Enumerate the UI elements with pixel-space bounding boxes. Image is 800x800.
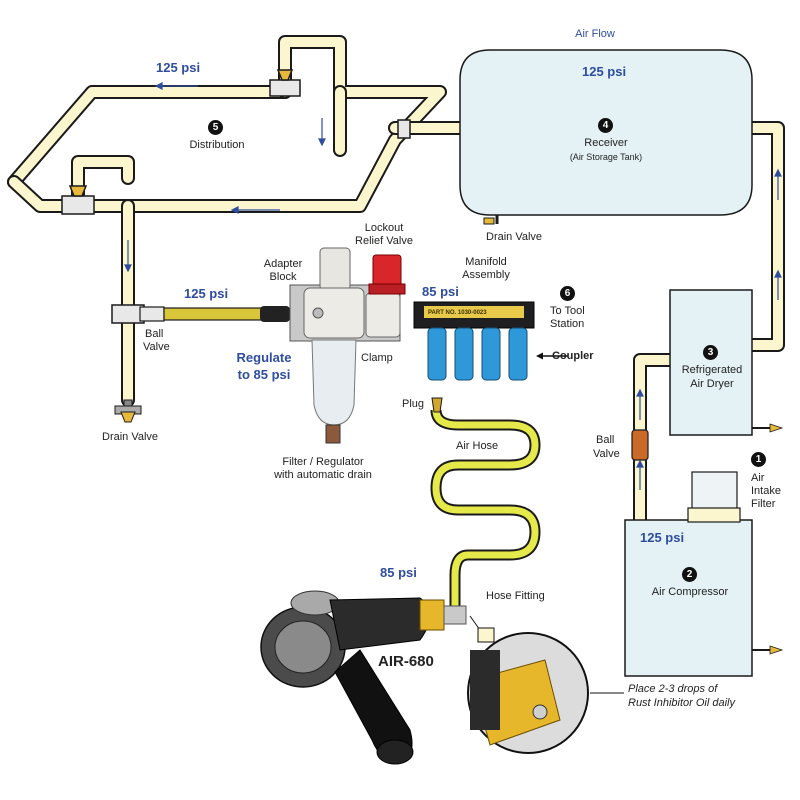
adapter-line2: Block (269, 271, 297, 283)
pipe-fittings (61, 69, 411, 324)
intake-line1: Air (751, 472, 765, 484)
hose-fitting-label: Hose Fitting (486, 590, 545, 602)
air-compressor (624, 471, 784, 677)
air-hose-label: Air Hose (456, 440, 499, 452)
tool-psi: 85 psi (380, 565, 417, 580)
filter-reg-line1: Filter / Regulator (282, 456, 364, 468)
receiver-drain-label: Drain Valve (486, 231, 543, 243)
oil-note-line1: Place 2-3 drops of (628, 683, 718, 695)
regulate-line2: to 85 psi (237, 367, 291, 382)
manifold-psi: 85 psi (422, 284, 459, 299)
manifold-line2: Assembly (462, 269, 510, 281)
coupler-label: Coupler (552, 350, 594, 362)
air-dryer (669, 289, 784, 436)
dryer-line1: Refrigerated (681, 364, 743, 376)
manifold-block (413, 301, 535, 329)
air-flow-label: Air Flow (575, 28, 615, 40)
oil-port-inset (467, 627, 624, 754)
air-680-tool (260, 590, 481, 765)
distribution-loop-pipe (7, 35, 785, 527)
manifold-line1: Manifold (465, 256, 507, 268)
ball-valve-left-line1: Ball (145, 328, 164, 340)
air-hose (430, 397, 541, 620)
ball-valve-right (631, 429, 649, 461)
badge-4: 4 (598, 118, 613, 133)
receiver-label: Receiver (584, 137, 628, 149)
manifold-plate-text: PART NO. 1030-0023 (428, 310, 487, 316)
receiver-sublabel: (Air Storage Tank) (569, 152, 643, 162)
tool-station-line2: Station (550, 318, 585, 330)
ball-valve-right-line1: Ball (596, 434, 615, 446)
intake-line3: Filter (751, 498, 776, 510)
badge-2: 2 (682, 567, 697, 582)
branch-line (139, 306, 290, 322)
badge-6: 6 (560, 286, 575, 301)
ball-valve-left-line2: Valve (143, 341, 170, 353)
left-drain-label: Drain Valve (102, 431, 159, 443)
filter-regulator (289, 247, 406, 444)
regulate-line1: Regulate (236, 350, 292, 365)
adapter-line1: Adapter (263, 258, 303, 270)
plug-label: Plug (402, 398, 425, 410)
filter-reg-line2: with automatic drain (274, 469, 372, 481)
dryer-line2: Air Dryer (690, 378, 734, 390)
clamp-label: Clamp (361, 352, 393, 364)
compressor-psi: 125 psi (640, 530, 685, 545)
branch-psi: 125 psi (184, 286, 229, 301)
ball-valve-right-line2: Valve (593, 448, 620, 460)
couplers (427, 327, 568, 381)
badge-5: 5 (208, 120, 223, 135)
lockout-line1: Lockout (364, 222, 404, 234)
receiver-psi: 125 psi (582, 64, 627, 79)
tool-model-label: AIR-680 (378, 653, 434, 670)
left-drain-valve (114, 399, 142, 423)
tool-station-line1: To Tool (550, 305, 585, 317)
lockout-line2: Relief Valve (355, 235, 413, 247)
intake-line2: Intake (751, 485, 781, 497)
badge-1: 1 (751, 452, 766, 467)
distribution-label: Distribution (189, 139, 245, 151)
badge-3: 3 (703, 345, 718, 360)
compressor-label: Air Compressor (651, 586, 729, 598)
oil-note-line2: Rust Inhibitor Oil daily (628, 697, 735, 709)
distribution-psi: 125 psi (156, 60, 201, 75)
